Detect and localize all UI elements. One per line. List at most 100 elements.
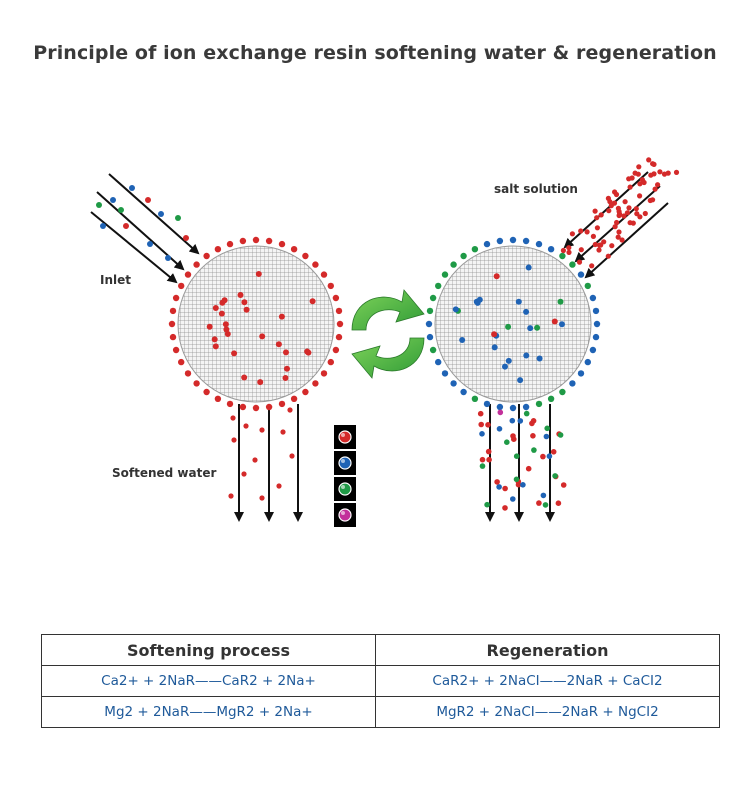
salt-sodium-ion: [605, 195, 612, 201]
calcium-ion: [577, 370, 585, 377]
salt-sodium-ion: [665, 170, 671, 176]
sodium-ion: [221, 297, 228, 304]
legend-magnesium-marker: [338, 482, 352, 496]
sodium-ion: [290, 246, 298, 253]
waste-ion: [486, 456, 492, 463]
waste-ion: [555, 500, 562, 507]
outlet-sodium-ion: [230, 415, 236, 421]
table-header-row: Softening process Regeneration: [41, 634, 720, 666]
calcium-ion: [525, 264, 532, 271]
calcium-ion: [425, 320, 433, 328]
legend-highlight: [341, 433, 345, 437]
waste-ion: [517, 418, 524, 424]
inlet-ion: [100, 223, 106, 229]
sodium-ion: [203, 388, 210, 396]
salt-sodium-ion: [619, 237, 625, 243]
salt-sodium-ion: [651, 161, 657, 167]
salt-sodium-ion: [633, 206, 639, 212]
sodium-ion: [203, 252, 210, 260]
magnesium-ion: [557, 298, 564, 305]
calcium-ion: [569, 380, 576, 387]
sodium-ion: [231, 350, 238, 357]
salt-sodium-ion: [642, 210, 648, 217]
sodium-ion: [184, 271, 192, 278]
sodium-ion: [239, 403, 247, 411]
waste-ion: [529, 420, 535, 427]
waste-ion: [504, 439, 510, 446]
softening-calcium-equation: Ca2+ + 2NaR——CaR2 + 2Na+: [41, 665, 376, 697]
salt-sodium-ion: [655, 182, 661, 188]
salt-sodium-ion: [624, 210, 631, 216]
sodium-ion: [312, 380, 319, 387]
calcium-ion: [536, 355, 543, 362]
inlet-arrows: [90, 173, 200, 284]
salt-sodium-ion: [605, 253, 611, 259]
calcium-ion: [589, 346, 597, 354]
waste-ion: [531, 447, 537, 453]
salt-sodium-ion: [606, 208, 612, 214]
waste-ion: [513, 476, 520, 483]
magnesium-ion: [534, 324, 541, 331]
calcium-ion: [584, 358, 591, 366]
magnesium-ion: [435, 282, 442, 290]
inlet-ion: [110, 197, 116, 203]
waste-ion: [479, 431, 485, 437]
cycle-arrows-icon: [351, 289, 425, 379]
sodium-ion: [302, 252, 309, 260]
sodium-ion: [239, 237, 247, 245]
sodium-ion: [259, 333, 266, 340]
salt-sodium-ion: [615, 205, 622, 211]
salt-sodium-ion: [560, 247, 567, 254]
sodium-ion: [491, 331, 498, 338]
inlet-label: Inlet: [100, 273, 131, 287]
waste-ion: [540, 453, 546, 460]
salt-sodium-ion: [629, 175, 635, 181]
salt-sodium-ion: [657, 169, 663, 175]
waste-ion: [550, 449, 557, 455]
resin-bead-regeneration: [434, 245, 592, 403]
salt-sodium-ion: [673, 169, 680, 175]
salt-solution-label: salt solution: [494, 182, 578, 196]
sodium-ion: [320, 271, 328, 278]
salt-sodium-ion: [614, 219, 620, 226]
inlet-ion: [183, 235, 189, 241]
salt-sodium-ion: [598, 212, 604, 218]
salt-sodium-ion: [636, 164, 642, 170]
waste-ion: [502, 485, 508, 492]
waste-ion: [552, 473, 558, 479]
sodium-ion: [178, 282, 185, 290]
sodium-ion: [332, 294, 340, 302]
calcium-ion: [435, 358, 442, 366]
legend-highlight: [341, 459, 345, 463]
outlet-sodium-ion: [276, 483, 282, 489]
waste-ion: [478, 421, 485, 428]
salt-sodium-ion: [608, 203, 614, 209]
ion-exchange-diagram: Inlet Softened water salt solution: [90, 157, 680, 527]
softened-water-arrows: [234, 404, 303, 522]
magnesium-ion: [471, 395, 479, 402]
waste-ion: [496, 484, 502, 490]
calcium-ion: [450, 380, 457, 387]
sodium-ion: [284, 365, 290, 372]
sodium-ion: [265, 403, 273, 411]
sodium-ion: [223, 326, 230, 333]
salt-sodium-ion: [566, 249, 572, 255]
magnesium-ion: [584, 282, 591, 290]
salt-sodium-ion: [592, 208, 598, 214]
legend-sodium-marker: [338, 430, 352, 444]
magnesium-ion: [429, 346, 437, 354]
sodium-ion: [243, 306, 250, 313]
salt-sodium-ion: [613, 191, 620, 198]
waste-ion: [496, 426, 503, 432]
salt-sodium-ion: [622, 199, 628, 205]
ion-legend: [334, 425, 356, 527]
salt-sodium-ion: [609, 243, 615, 249]
salt-sodium-ion: [627, 220, 633, 226]
calcium-ion: [522, 237, 530, 245]
inlet-ion: [145, 197, 151, 203]
outlet-sodium-ion: [280, 429, 286, 435]
waste-ion: [540, 492, 547, 499]
waste-ion: [497, 409, 504, 416]
sodium-ion: [172, 346, 180, 354]
calcium-ion: [577, 271, 585, 278]
